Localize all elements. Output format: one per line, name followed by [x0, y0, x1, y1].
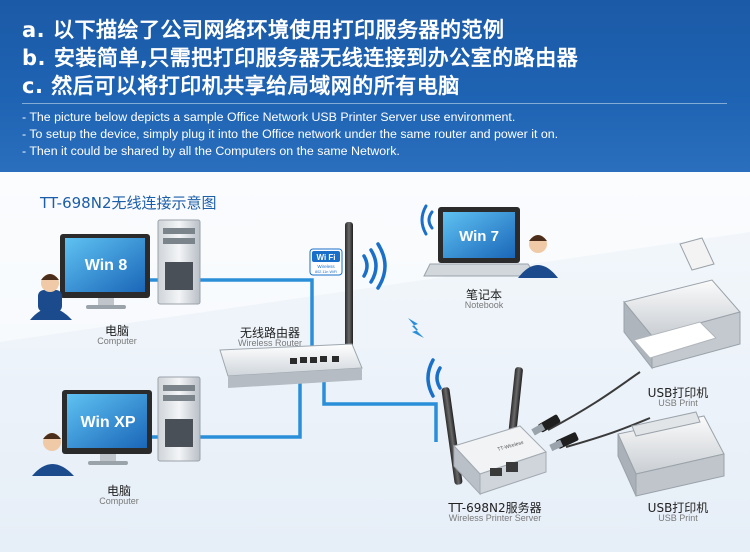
printer1-label-cn: USB打印机	[647, 386, 709, 400]
computer2-os-label: Win XP	[81, 414, 136, 431]
intro-line-b: b. 安装简单,只需把打印服务器无线连接到办公室的路由器	[22, 46, 579, 70]
server-wifi-waves-icon	[426, 358, 442, 398]
wifi-badge-text: Wi Fi	[316, 253, 335, 262]
printer2-label-en: USB Print	[658, 513, 698, 523]
intro-line-a: a. 以下描绘了公司网络环境使用打印服务器的范例	[22, 18, 505, 42]
cable-computer1-router	[150, 278, 314, 368]
wifi-badge-sub2: 802.11n WiFi	[315, 270, 337, 274]
intro-en-line-2: - To setup the device, simply plug it in…	[22, 127, 559, 141]
printer1-label-en: USB Print	[658, 398, 698, 408]
usb-cable-printer1	[547, 371, 641, 431]
router-label-cn: 无线路由器	[239, 326, 300, 340]
computer-winxp	[32, 376, 201, 476]
diagram-canvas: Win 8 Win XP	[0, 172, 750, 552]
intro-en-line-1: - The picture below depicts a sample Off…	[22, 110, 516, 124]
computer2-label-en: Computer	[99, 496, 139, 506]
network-diagram: Win 8 Win XP	[0, 172, 750, 552]
intro-line-c: c. 然后可以将打印机共享给局域网的所有电脑	[22, 74, 460, 98]
computer1-label-en: Computer	[97, 336, 137, 346]
computer2-label-cn: 电脑	[106, 484, 131, 498]
printer1-laser	[623, 237, 741, 370]
header-divider	[22, 103, 727, 104]
usb-cables	[547, 371, 651, 448]
router-label-en: Wireless Router	[237, 338, 302, 348]
computer1-os-label: Win 8	[85, 257, 128, 274]
cable-computer2-router	[152, 368, 302, 439]
intro-en-line-3: - Then it could be shared by all the Com…	[22, 144, 400, 158]
notebook-label-cn: 笔记本	[465, 288, 502, 302]
usb-cable-printer2	[565, 417, 651, 448]
computer-win8	[30, 219, 201, 320]
printer-server-label-cn: TT-698N2服务器	[448, 501, 542, 515]
notebook-win7	[423, 207, 558, 278]
usb-plugs	[531, 414, 579, 452]
header-banner: a. 以下描绘了公司网络环境使用打印服务器的范例 b. 安装简单,只需把打印服务…	[0, 0, 750, 172]
diagram-title: TT-698N2无线连接示意图	[40, 194, 217, 212]
router-antenna	[345, 222, 353, 354]
notebook-wifi-waves-icon	[420, 204, 434, 236]
notebook-os-label: Win 7	[459, 228, 499, 245]
notebook-label-en: Notebook	[464, 300, 504, 310]
ethernet-cables	[150, 278, 438, 442]
wireless-router	[219, 222, 363, 388]
printer-server-label-en: Wireless Printer Server	[448, 513, 542, 523]
computer1-label-cn: 电脑	[104, 324, 129, 338]
printer2-label-cn: USB打印机	[647, 501, 709, 515]
lightning-icon	[408, 318, 424, 338]
wifi-badge-sub1: Wireless	[317, 264, 335, 269]
printer2-dot-matrix	[617, 411, 725, 497]
router-wifi-waves-icon	[362, 242, 387, 290]
wifi-badge	[309, 248, 343, 276]
cable-router-server	[322, 368, 438, 442]
printer-server-device	[441, 367, 547, 496]
